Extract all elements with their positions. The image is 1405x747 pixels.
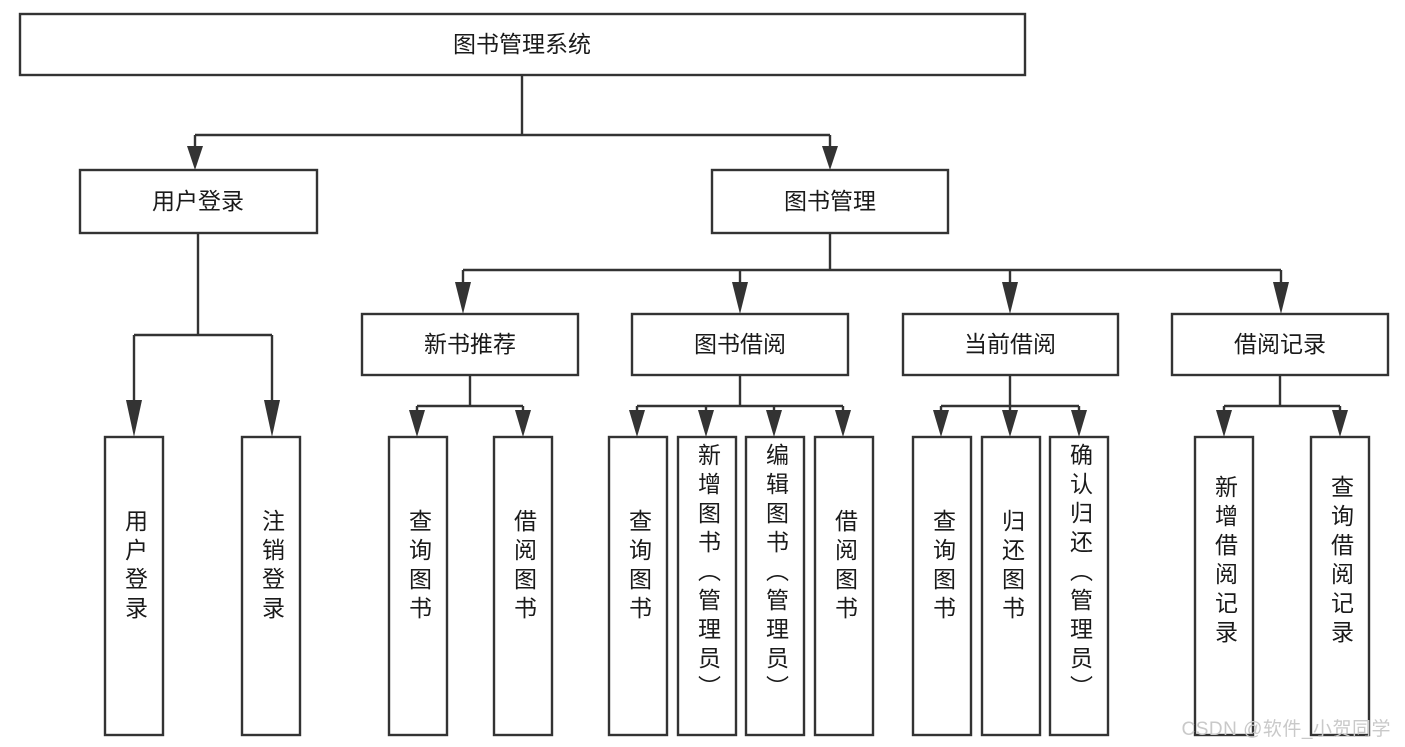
- leaf-node-return-book[interactable]: 归还图书: [980, 435, 1042, 737]
- leaf-borrow-book-2-text-area: 借阅图书: [831, 509, 858, 625]
- leaf-node-borrow-book-2[interactable]: 借阅图书: [813, 435, 875, 737]
- node-user-login[interactable]: 用户登录: [78, 168, 319, 235]
- node-book-borrow-label: 图书借阅: [694, 331, 786, 357]
- node-user-login-label: 用户登录: [152, 188, 244, 214]
- leaf-borrow-book-1-box[interactable]: [492, 435, 554, 737]
- node-current-borrow-box[interactable]: [901, 312, 1120, 377]
- node-root-label: 图书管理系统: [453, 31, 591, 57]
- arrow-bb-l4: [835, 410, 851, 437]
- arrow-user-login-leaf-2: [264, 400, 280, 437]
- arrow-cb-l1: [933, 410, 949, 437]
- leaf-confirm-return-box[interactable]: [1048, 435, 1110, 737]
- leaf-logout-label: 注销登录: [258, 509, 285, 625]
- leaf-edit-book-text-area: 编辑图书（管理员）: [762, 443, 789, 704]
- arrow-br-l2: [1332, 410, 1348, 437]
- leaf-node-edit-book[interactable]: 编辑图书（管理员）: [744, 435, 806, 737]
- node-new-book-recommend-box[interactable]: [360, 312, 580, 377]
- leaf-borrow-book-1-text-area: 借阅图书: [510, 509, 537, 625]
- arrow-bm-new-book: [455, 282, 471, 314]
- node-book-management-label: 图书管理: [784, 188, 876, 214]
- leaf-return-book-box[interactable]: [980, 435, 1042, 737]
- arrow-bb-l1: [629, 410, 645, 437]
- node-borrow-record[interactable]: 借阅记录: [1170, 312, 1390, 377]
- leaf-edit-book-box[interactable]: [744, 435, 806, 737]
- leaf-query-book-3-box[interactable]: [911, 435, 973, 737]
- leaf-query-book-2-label: 查询图书: [625, 509, 652, 625]
- leaf-node-borrow-book-1[interactable]: 借阅图书: [492, 435, 554, 737]
- leaf-query-book-1-box[interactable]: [387, 435, 449, 737]
- leaf-return-book-text-area: 归还图书: [998, 509, 1025, 625]
- connector-layer: [126, 75, 1348, 437]
- leaf-add-book-text-area: 新增图书（管理员）: [694, 443, 721, 704]
- leaf-node-logout[interactable]: 注销登录: [240, 435, 302, 737]
- leaf-user-login-box[interactable]: [103, 435, 165, 737]
- leaf-query-borrow-record-label: 查询借阅记录: [1327, 475, 1354, 649]
- node-current-borrow-label: 当前借阅: [964, 331, 1056, 357]
- arrow-new-book-l1: [409, 410, 425, 437]
- arrow-new-book-l2: [515, 410, 531, 437]
- leaf-borrow-book-2-box[interactable]: [813, 435, 875, 737]
- arrow-bm-borrow-record: [1273, 282, 1289, 314]
- leaf-confirm-return-text-area: 确认归还（管理员）: [1066, 443, 1093, 704]
- node-book-borrow-box[interactable]: [630, 312, 850, 377]
- leaf-logout-text-area: 注销登录: [258, 509, 285, 625]
- leaf-node-query-borrow-record[interactable]: 查询借阅记录: [1309, 435, 1371, 737]
- leaf-node-query-book-1[interactable]: 查询图书: [387, 435, 449, 737]
- leaf-return-book-label: 归还图书: [998, 509, 1025, 625]
- leaf-node-query-book-2[interactable]: 查询图书: [607, 435, 669, 737]
- arrow-bm-current-borrow: [1002, 282, 1018, 314]
- arrow-bb-l3: [766, 410, 782, 437]
- node-user-login-box[interactable]: [78, 168, 319, 235]
- leaf-borrow-book-1-label: 借阅图书: [510, 509, 537, 625]
- leaf-logout-box[interactable]: [240, 435, 302, 737]
- leaf-add-borrow-record-label: 新增借阅记录: [1211, 475, 1238, 649]
- arrow-bb-l2: [698, 410, 714, 437]
- leaf-query-borrow-record-text-area: 查询借阅记录: [1327, 475, 1354, 649]
- arrow-cb-l3: [1071, 410, 1087, 437]
- leaf-query-book-1-text-area: 查询图书: [405, 509, 432, 625]
- leaf-query-book-2-box[interactable]: [607, 435, 669, 737]
- leaf-edit-book-label: 编辑图书（管理员）: [762, 443, 789, 704]
- leaf-query-book-1-label: 查询图书: [405, 509, 432, 625]
- node-root-system[interactable]: 图书管理系统: [18, 12, 1027, 77]
- leaf-query-borrow-record-box[interactable]: [1309, 435, 1371, 737]
- leaf-user-login-text-area: 用户登录: [121, 509, 148, 625]
- leaf-add-book-box[interactable]: [676, 435, 738, 737]
- leaf-node-confirm-return[interactable]: 确认归还（管理员）: [1048, 435, 1110, 737]
- leaf-borrow-book-2-label: 借阅图书: [831, 509, 858, 625]
- arrow-br-l1: [1216, 410, 1232, 437]
- arrow-root-to-user-login: [187, 146, 203, 170]
- node-book-borrow[interactable]: 图书借阅: [630, 312, 850, 377]
- leaf-add-borrow-record-box[interactable]: [1193, 435, 1255, 737]
- leaf-query-book-3-text-area: 查询图书: [929, 509, 956, 625]
- arrow-user-login-leaf-1: [126, 400, 142, 437]
- leaf-node-user-login[interactable]: 用户登录: [103, 435, 165, 737]
- leaf-query-book-2-text-area: 查询图书: [625, 509, 652, 625]
- leaf-node-add-book[interactable]: 新增图书（管理员）: [676, 435, 738, 737]
- node-book-management[interactable]: 图书管理: [710, 168, 950, 235]
- node-book-management-box[interactable]: [710, 168, 950, 235]
- node-new-book-recommend[interactable]: 新书推荐: [360, 312, 580, 377]
- leaf-add-book-label: 新增图书（管理员）: [694, 443, 721, 704]
- leaf-node-add-borrow-record[interactable]: 新增借阅记录: [1193, 435, 1255, 737]
- arrow-cb-l2: [1002, 410, 1018, 437]
- arrow-bm-book-borrow: [732, 282, 748, 314]
- leaf-node-query-book-3[interactable]: 查询图书: [911, 435, 973, 737]
- node-borrow-record-box[interactable]: [1170, 312, 1390, 377]
- node-borrow-record-label: 借阅记录: [1234, 331, 1326, 357]
- node-current-borrow[interactable]: 当前借阅: [901, 312, 1120, 377]
- arrow-root-to-book-management: [822, 146, 838, 170]
- node-new-book-recommend-label: 新书推荐: [424, 331, 516, 357]
- leaf-user-login-label: 用户登录: [121, 509, 148, 625]
- leaf-confirm-return-label: 确认归还（管理员）: [1066, 443, 1093, 704]
- leaf-add-borrow-record-text-area: 新增借阅记录: [1211, 475, 1238, 649]
- leaf-query-book-3-label: 查询图书: [929, 509, 956, 625]
- node-root-box[interactable]: [18, 12, 1027, 77]
